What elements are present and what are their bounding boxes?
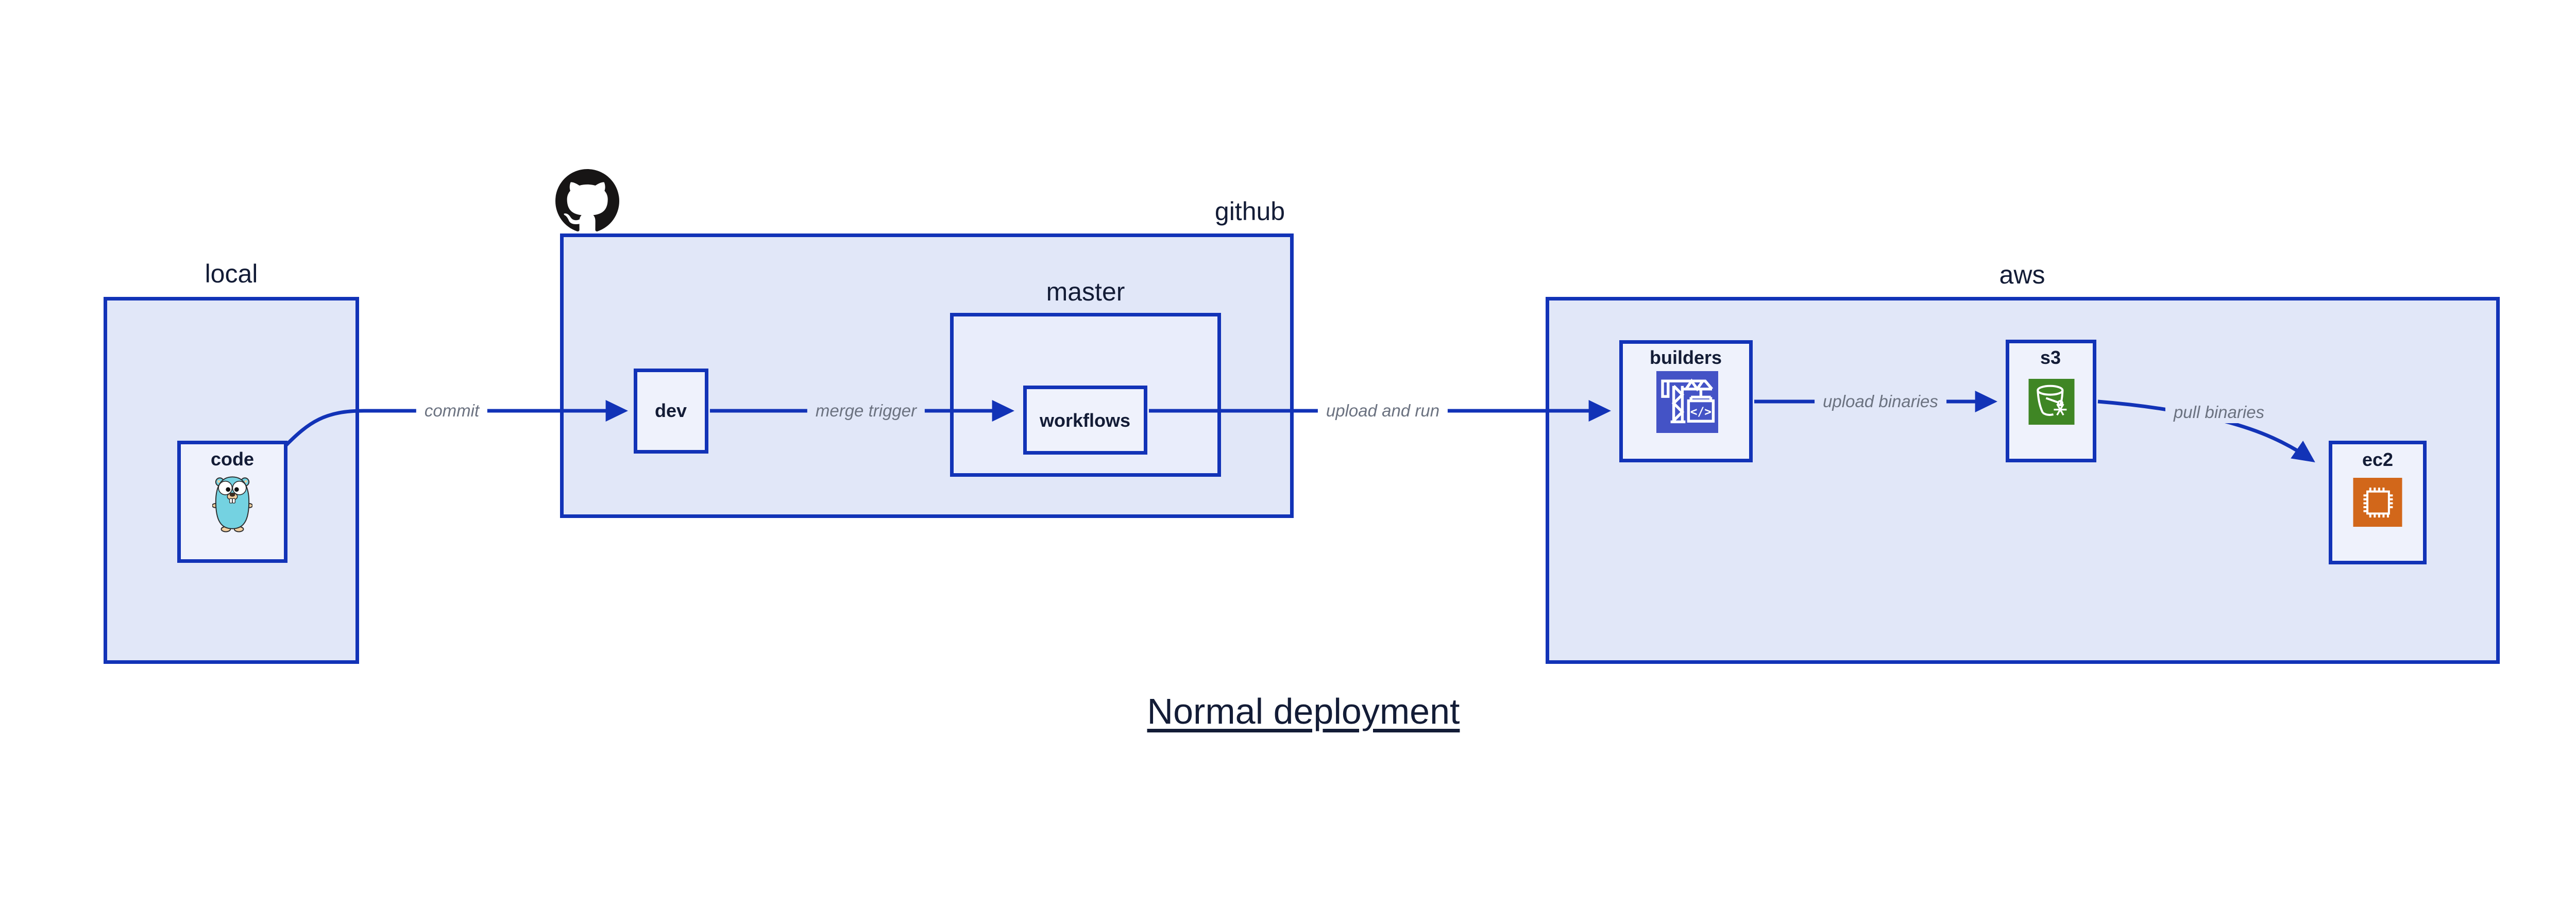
codebuild-code-glyph: </> (1690, 405, 1711, 419)
node-code-label: code (210, 448, 255, 470)
ec2-chip-icon (2353, 478, 2402, 527)
node-ec2-label: ec2 (2362, 449, 2394, 470)
codebuild-crane-icon: </> (1655, 371, 1719, 433)
node-s3-label: s3 (2040, 347, 2061, 368)
edge-upload-binaries-label: upload binaries (1815, 391, 1946, 412)
edge-commit-label: commit (416, 400, 488, 422)
edge-upload-and-run-label: upload and run (1317, 400, 1448, 422)
node-dev-label: dev (654, 400, 687, 421)
node-workflows-label: workflows (1039, 410, 1131, 431)
diagram-title: Normal deployment (1147, 691, 1460, 731)
aws-container-label: aws (1999, 260, 2045, 289)
edge-merge-trigger-label: merge trigger (807, 400, 925, 422)
github-logo-icon (555, 169, 619, 233)
local-container-label: local (205, 259, 258, 288)
master-container-label: master (1046, 277, 1125, 306)
go-gopher-icon (212, 473, 253, 533)
node-dev (634, 369, 708, 454)
github-container-label: github (1214, 197, 1285, 226)
edge-pull-binaries-label: pull binaries (2165, 402, 2273, 423)
s3-glacier-bucket-icon (2028, 379, 2075, 425)
node-builders-label: builders (1649, 347, 1722, 368)
node-workflows (1023, 386, 1147, 455)
